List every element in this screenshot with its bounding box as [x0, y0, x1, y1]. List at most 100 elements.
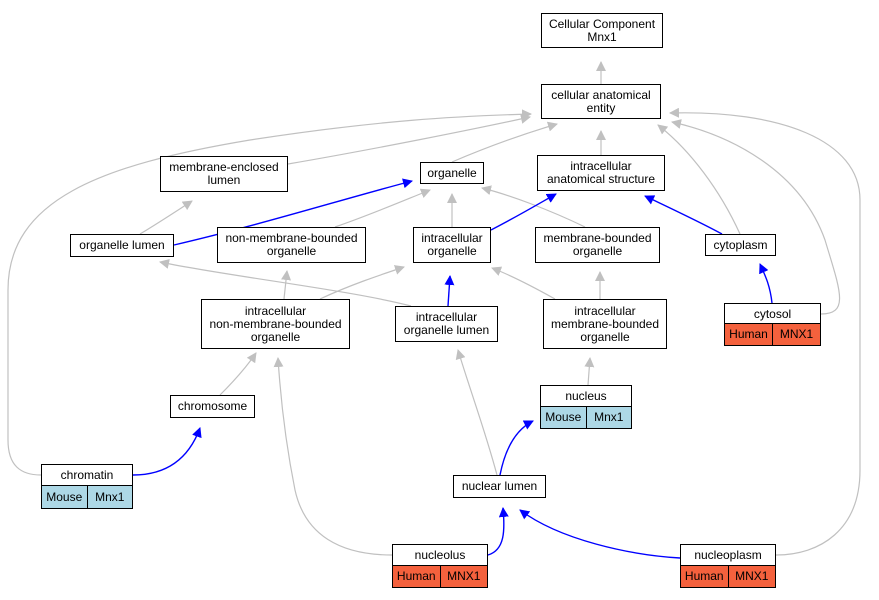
edge-is-a-mbo-to-organelle — [481, 185, 586, 228]
node-text: non-membrane-bounded — [209, 316, 342, 331]
node-text: cytosol — [753, 306, 792, 321]
node-nucleolus[interactable]: nucleolus Human MNX1 — [392, 544, 488, 588]
edge-is-a-nucleus-to-imbo — [584, 357, 595, 386]
edge-is-a-olumen-to-mel — [139, 200, 193, 235]
node-text: nuclear lumen — [461, 479, 538, 493]
edge-is-a-chromosome-to-inmbo — [219, 352, 257, 396]
node-label: organelle — [420, 162, 484, 184]
node-text: organelle lumen — [79, 238, 165, 252]
node-cellular-anatomical-entity[interactable]: cellular anatomical entity — [541, 84, 661, 119]
edge-part-of-iol-to-io — [444, 275, 455, 307]
node-intracellular-membrane-bounded-organelle[interactable]: intracellular membrane-bounded organelle — [543, 299, 667, 349]
edge-part-of-cytoplasm-to-ias — [644, 195, 723, 235]
gene-cell: Mnx1 — [86, 485, 133, 509]
node-text: non-membrane-bounded — [225, 231, 358, 245]
node-label: nucleoplasm — [680, 544, 776, 567]
node-intracellular-organelle[interactable]: intracellular organelle — [413, 227, 491, 263]
node-chromatin[interactable]: chromatin Mouse Mnx1 — [41, 464, 133, 509]
node-intracellular-organelle-lumen[interactable]: intracellular organelle lumen — [395, 306, 498, 342]
node-text: entity — [586, 100, 616, 115]
node-label: cytoplasm — [705, 234, 776, 256]
node-text: cytoplasm — [713, 237, 768, 252]
node-label: nucleus — [540, 385, 632, 408]
edge-is-a-nucleoplasm-to-cae — [669, 107, 861, 556]
edge-is-a-organelle-to-cae — [451, 121, 558, 163]
node-label: chromosome — [170, 395, 255, 418]
edge-part-of-io-to-ias — [490, 193, 557, 231]
annotation-row: Mouse Mnx1 — [540, 406, 632, 429]
node-label: intracellular anatomical structure — [537, 155, 665, 191]
node-label: cytosol — [724, 303, 821, 325]
node-label: intracellular organelle lumen — [395, 306, 498, 342]
node-text: organelle lumen — [403, 323, 490, 337]
node-label: Cellular Component Mnx1 — [541, 13, 663, 48]
node-text: chromatin — [60, 468, 114, 482]
node-text: cellular anatomical — [551, 87, 651, 102]
edge-is-a-nucleolus-to-inmbo — [273, 357, 393, 556]
node-text: membrane-bounded — [543, 231, 652, 245]
node-organelle[interactable]: organelle — [420, 162, 484, 184]
node-label: intracellular organelle — [413, 227, 491, 263]
edge-is-a-inmbo-to-nmbo — [281, 270, 292, 300]
node-chromosome[interactable]: chromosome — [170, 395, 255, 418]
node-organelle-lumen[interactable]: organelle lumen — [70, 234, 174, 257]
edge-part-of-nucleoplasm-to-nlumen — [519, 509, 681, 559]
edge-part-of-nucleolus-to-nlumen — [487, 507, 509, 556]
node-text: membrane-enclosed — [169, 160, 279, 174]
node-nucleoplasm[interactable]: nucleoplasm Human MNX1 — [680, 544, 776, 588]
node-text: membrane-bounded — [550, 316, 660, 331]
annotation-row: Human MNX1 — [680, 565, 776, 588]
edge-is-a-cytosol-to-cae — [671, 119, 841, 315]
edge-part-of-chromatin-to-chromosome — [132, 427, 202, 476]
node-label: chromatin — [41, 464, 133, 487]
gene-cell: MNX1 — [727, 565, 776, 588]
edge-is-a-imbo-to-io — [491, 266, 556, 300]
node-text: nucleus — [565, 389, 607, 403]
annotation-row: Human MNX1 — [724, 323, 821, 346]
node-label: cellular anatomical entity — [541, 84, 661, 119]
species-cell: Human — [392, 565, 441, 588]
node-text: intracellular — [574, 303, 636, 318]
node-membrane-enclosed-lumen[interactable]: membrane-enclosed lumen — [160, 156, 288, 192]
node-label: nucleolus — [392, 544, 488, 567]
node-cytosol[interactable]: cytosol Human MNX1 — [724, 303, 821, 346]
node-cytoplasm[interactable]: cytoplasm — [705, 234, 776, 256]
node-text: intracellular — [244, 303, 307, 318]
gene-cell: MNX1 — [772, 323, 821, 346]
node-label: non-membrane-bounded organelle — [217, 227, 366, 263]
node-membrane-bounded-organelle[interactable]: membrane-bounded organelle — [535, 227, 660, 263]
edge-part-of-nlumen-to-nucleus — [499, 420, 534, 476]
node-label: membrane-bounded organelle — [535, 227, 660, 263]
node-label: nuclear lumen — [453, 475, 546, 498]
node-text: organelle — [266, 244, 317, 258]
species-cell: Mouse — [540, 406, 587, 429]
node-text: intracellular — [570, 159, 632, 173]
species-cell: Human — [680, 565, 729, 588]
node-text: intracellular — [415, 310, 478, 324]
node-text: organelle — [572, 244, 623, 258]
edge-is-a-nmbo-to-organelle — [334, 188, 431, 228]
node-cellular-component-mnx1[interactable]: Cellular Component Mnx1 — [541, 13, 663, 48]
edge-is-a-chromatin-to-cae — [7, 109, 532, 476]
node-nuclear-lumen[interactable]: nuclear lumen — [453, 475, 546, 498]
edge-part-of-olumen-to-organelle — [173, 178, 413, 246]
node-intracellular-non-membrane-bounded-organelle[interactable]: intracellular non-membrane-bounded organ… — [201, 299, 350, 349]
edge-is-a-iol-to-olumen — [159, 259, 412, 307]
edge-part-of-cytosol-to-cytoplasm — [759, 263, 773, 304]
edge-is-a-mel-to-cae — [287, 114, 531, 165]
node-label: intracellular membrane-bounded organelle — [543, 299, 667, 349]
gene-cell: MNX1 — [439, 565, 488, 588]
node-intracellular-anatomical-structure[interactable]: intracellular anatomical structure — [537, 155, 665, 191]
edge-is-a-cytoplasm-to-cae — [657, 124, 741, 235]
node-text: chromosome — [177, 399, 248, 413]
node-text: anatomical structure — [546, 172, 656, 186]
node-label: membrane-enclosed lumen — [160, 156, 288, 192]
node-nucleus[interactable]: nucleus Mouse Mnx1 — [540, 385, 632, 429]
species-cell: Human — [724, 323, 773, 346]
node-label: organelle lumen — [70, 234, 174, 257]
node-non-membrane-bounded-organelle[interactable]: non-membrane-bounded organelle — [217, 227, 366, 263]
node-text: organelle — [427, 165, 477, 180]
node-text: nucleolus — [414, 548, 466, 562]
